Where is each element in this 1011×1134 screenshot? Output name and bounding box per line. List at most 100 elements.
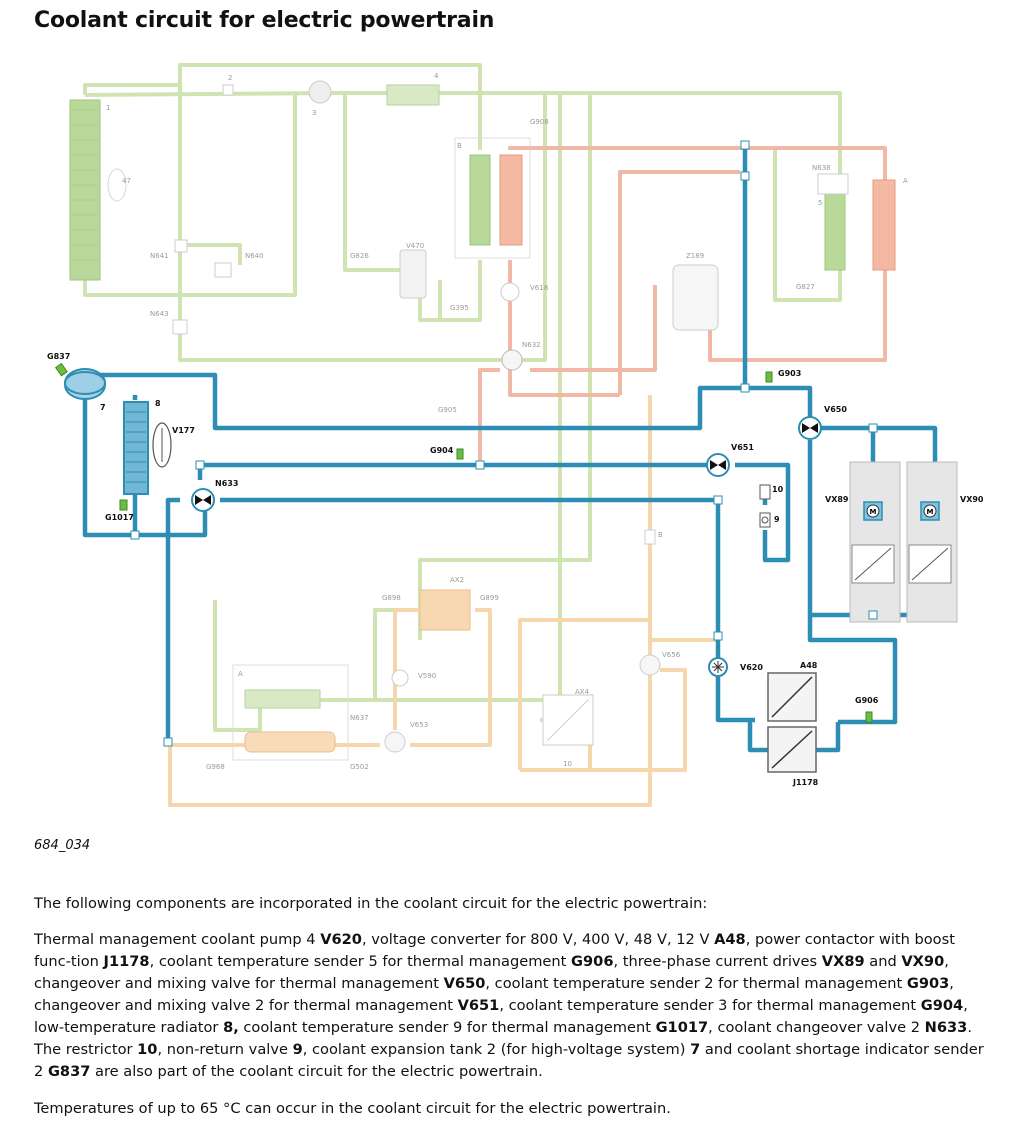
drive-vx90-icon (906, 461, 958, 623)
paragraph-text: , low-temperature radiator (34, 997, 968, 1036)
exchanger-a-red-icon (872, 179, 896, 271)
label-n637: N637 (350, 714, 369, 722)
paragraph-text: , coolant expansion tank 2 (for high-vol… (302, 1041, 691, 1058)
label-v177: V177 (172, 426, 195, 435)
orange-components (244, 529, 661, 753)
paragraph-text: and coolant shortage indicator sender 2 (34, 1041, 984, 1080)
label-g826: G826 (350, 252, 369, 260)
label-n643: N643 (150, 310, 169, 318)
restrictor-b-icon (644, 529, 656, 545)
exchanger-a-orange-icon (244, 731, 336, 753)
paragraph-text: , coolant changeover valve 2 (708, 1019, 925, 1036)
expansion-tank-7-icon (64, 371, 106, 395)
label-g908: G908 (530, 118, 549, 126)
component-a-icon (232, 664, 349, 761)
paragraph-text: , non-return valve (157, 1041, 293, 1058)
sender-g906-icon (865, 711, 873, 723)
intro-paragraph: The following components are incorporate… (34, 895, 708, 912)
restrictor-10-icon (759, 484, 771, 500)
exchanger-red-icon (499, 154, 523, 246)
green-components (69, 80, 849, 761)
label-v470: V470 (406, 242, 424, 250)
label-g968: G968 (206, 763, 225, 771)
label-n632: N632 (522, 341, 541, 349)
label-7: 7 (100, 403, 106, 412)
label-5: 5 (818, 199, 822, 207)
valve-n641-icon (174, 239, 188, 253)
exchanger-a-green-icon (244, 689, 321, 709)
label-g1017: G1017 (105, 513, 134, 522)
component-code: V650 (443, 975, 486, 992)
label-n640: N640 (245, 252, 264, 260)
label-a48: A48 (800, 661, 818, 670)
label-a-right: A (903, 177, 908, 185)
valve-2-icon (222, 84, 234, 96)
label-10-faint: 10 (563, 760, 572, 768)
component-code: 10 (137, 1041, 158, 1058)
component-code: G906 (571, 953, 614, 970)
figure-id: 684_034 (34, 838, 91, 853)
label-n638: N638 (812, 164, 831, 172)
label-9: 9 (774, 515, 780, 524)
component-code: 8, (223, 1019, 239, 1036)
valve-n638-icon (817, 173, 849, 195)
heat-exchanger-b-icon (454, 137, 531, 259)
label-v590: V590 (418, 672, 436, 680)
component-code: VX90 (901, 953, 945, 970)
active-labels: G837 7 8 V177 G1017 N633 G904 V651 10 9 … (47, 352, 984, 787)
paragraph-text: , three-phase current drives (613, 953, 822, 970)
label-g906: G906 (855, 696, 879, 705)
label-g827: G827 (796, 283, 815, 291)
label-g903: G903 (778, 369, 801, 378)
faint-labels: 2 3 4 1 47 G908 B N638 5 A N641 N640 N64… (106, 72, 908, 771)
paragraph-text: , coolant temperature sender 3 for therm… (499, 997, 921, 1014)
pump-v590-icon (391, 669, 409, 687)
component-code: 7 (690, 1041, 701, 1058)
component-code: G904 (920, 997, 964, 1014)
fan-47-icon (107, 168, 127, 202)
label-g905: G905 (438, 406, 457, 414)
valve-n632-icon (501, 349, 523, 371)
component-code: VX89 (821, 953, 865, 970)
label-g898: G898 (382, 594, 401, 602)
sender-g837-icon (54, 362, 68, 377)
valve-block-4-icon (386, 84, 440, 106)
powertrain-components: M M (54, 140, 958, 773)
paragraph-text: Thermal management coolant pump 4 (34, 931, 321, 948)
heater-z189-icon (672, 264, 719, 331)
label-g502: G502 (350, 763, 369, 771)
paragraph-text: are also part of the coolant circuit for… (90, 1063, 543, 1080)
label-a-left: A (238, 670, 243, 678)
label-8: 8 (155, 399, 161, 408)
component-code: A48 (714, 931, 746, 948)
label-g899: G899 (480, 594, 499, 602)
paragraph-text: and (864, 953, 902, 970)
label-4: 4 (434, 72, 439, 80)
sender-g1017-icon (119, 499, 128, 511)
non-return-valve-9-icon (759, 512, 771, 528)
sender-g904-icon (456, 448, 464, 460)
label-n641: N641 (150, 252, 169, 260)
valve-v653-icon (384, 731, 406, 753)
label-v651: V651 (731, 443, 754, 452)
label-vx90: VX90 (960, 495, 984, 504)
component-code: N633 (924, 1019, 968, 1036)
pump-v470-icon (399, 249, 427, 299)
paragraph-text: . The restrictor (34, 1019, 972, 1058)
page-title: Coolant circuit for electric powertrain (34, 8, 495, 33)
label-g904: G904 (430, 446, 454, 455)
coolant-circuit-diagram: M M 2 3 4 1 47 G908 (0, 45, 1011, 835)
pump-3-icon (308, 80, 332, 104)
paragraph-text: , changeover and mixing valve for therma… (34, 953, 949, 992)
pump-v618-icon (500, 282, 520, 302)
radiator-1-icon (69, 99, 101, 281)
paragraph-text: , changeover and mixing valve 2 for ther… (34, 975, 954, 1014)
components-paragraph: Thermal management coolant pump 4 V620 , … (34, 929, 994, 1083)
valve-v656-icon (639, 654, 661, 676)
red-components (499, 154, 896, 371)
label-z189: Z189 (686, 252, 704, 260)
component-code: V620 (320, 931, 362, 948)
component-code: G1017 (655, 1019, 709, 1036)
sender-g903-icon (765, 371, 773, 383)
label-v620: V620 (740, 663, 763, 672)
